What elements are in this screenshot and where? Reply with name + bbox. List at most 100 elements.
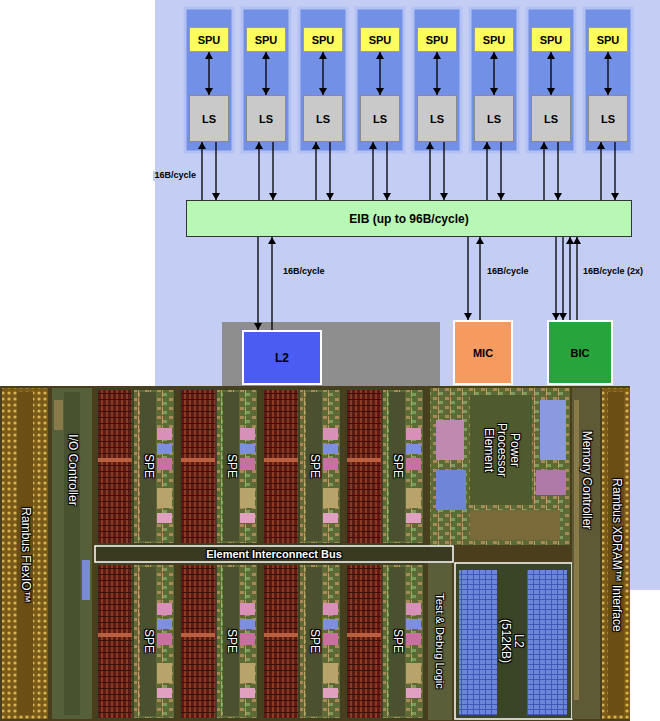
die-region-label: Rambus XDRAM™ Interface	[609, 478, 622, 631]
box-label: SPU	[255, 34, 278, 46]
test-debug-area	[428, 563, 452, 720]
die-region-label: Test & Debug Logic	[434, 593, 446, 688]
l2-array	[527, 570, 567, 715]
bandwidth-label: 16B/cycle	[153, 171, 197, 181]
spe-picture	[96, 388, 176, 545]
bus-arrow	[265, 52, 266, 95]
memory-controller-detail	[574, 400, 579, 700]
box-label: SPU	[198, 34, 221, 46]
local-store-box: LS	[360, 95, 400, 142]
bus-arrow	[322, 52, 323, 95]
local-store-box: LS	[417, 95, 457, 142]
spe-picture	[262, 388, 342, 545]
memory-controller-area	[572, 388, 600, 719]
bus-arrow	[600, 142, 601, 200]
mic-box: MIC	[453, 320, 513, 385]
spe-column	[299, 8, 347, 152]
die-region-label: Element Interconnect Bus	[206, 548, 342, 560]
local-store-box: LS	[189, 95, 229, 142]
box-label: EIB (up to 96B/cycle)	[349, 212, 468, 226]
box-label: LS	[487, 113, 501, 125]
box-label: LS	[544, 113, 558, 125]
bic-box: BIC	[547, 320, 613, 385]
spu-box: SPU	[189, 27, 229, 52]
box-label: LS	[316, 113, 330, 125]
ppe-block	[470, 510, 560, 540]
xdram-strip	[608, 392, 624, 715]
spe-column	[185, 8, 233, 152]
eib-band	[95, 546, 453, 562]
bus-arrow	[315, 142, 316, 200]
spu-box: SPU	[474, 27, 514, 52]
ppe-housing	[222, 322, 440, 386]
bus-arrow	[486, 142, 487, 200]
die-region-label: SPE	[307, 454, 320, 478]
ppe-area	[430, 388, 570, 545]
box-label: SPU	[597, 34, 620, 46]
die-region-label: SPE	[141, 454, 154, 478]
bus-arrow	[429, 142, 430, 200]
bus-arrow	[258, 142, 259, 200]
box-label: LS	[601, 113, 615, 125]
spe-column	[413, 8, 461, 152]
die-region-label: Memory Controller	[579, 431, 592, 530]
local-store-box: LS	[531, 95, 571, 142]
local-store-box: LS	[246, 95, 286, 142]
xdram-area	[602, 388, 630, 719]
box-label: LS	[430, 113, 444, 125]
bus-arrow	[543, 142, 544, 200]
local-store-box: LS	[474, 95, 514, 142]
die-region-label: Power Processor Element	[481, 418, 521, 482]
l2-cache-box: L2	[242, 330, 322, 385]
bandwidth-label: 16B/cycle	[487, 267, 529, 277]
bus-arrow	[272, 142, 273, 200]
bus-arrow	[379, 52, 380, 95]
ppe-plain	[470, 395, 532, 505]
bandwidth-label: 16B/cycle (2x)	[583, 267, 643, 277]
ppe-block	[436, 420, 464, 460]
bus-arrow	[493, 52, 494, 95]
bus-arrow	[208, 52, 209, 95]
bandwidth-label: 16B/cycle	[283, 267, 325, 277]
spu-box: SPU	[588, 27, 628, 52]
local-store-box: LS	[303, 95, 343, 142]
spe-picture	[262, 563, 342, 720]
io-block	[82, 560, 90, 600]
bus-arrow	[557, 142, 558, 200]
die-region-label: SPE	[307, 629, 320, 653]
box-label: LS	[373, 113, 387, 125]
spe-column	[356, 8, 404, 152]
spe-columns	[185, 8, 632, 152]
bus-arrow	[500, 142, 501, 200]
die-region-label: L2 (512KB)	[499, 615, 525, 667]
spu-box: SPU	[246, 27, 286, 52]
flexio-strip	[17, 392, 33, 715]
bus-arrow	[576, 237, 577, 320]
box-label: SPU	[483, 34, 506, 46]
spu-box: SPU	[360, 27, 400, 52]
spe-picture	[345, 563, 425, 720]
flexio-area	[2, 388, 48, 719]
l2-outline	[455, 563, 572, 719]
box-label: SPU	[540, 34, 563, 46]
box-label: LS	[259, 113, 273, 125]
die-region-label: I/O Controller	[65, 434, 78, 505]
local-store-box: LS	[588, 95, 628, 142]
bus-arrow	[562, 237, 563, 320]
bus-arrow	[467, 237, 468, 320]
box-label: SPU	[426, 34, 449, 46]
spe-column	[242, 8, 290, 152]
box-label: L2	[275, 351, 289, 365]
bus-arrow	[607, 52, 608, 95]
bus-arrow	[386, 142, 387, 200]
bus-arrow	[201, 142, 202, 200]
box-label: MIC	[473, 347, 493, 359]
die-region-label: SPE	[224, 454, 237, 478]
bus-arrow	[257, 237, 258, 330]
io-area	[52, 388, 92, 719]
spu-box: SPU	[417, 27, 457, 52]
die-region-label: Rambus FlexIO™	[18, 507, 31, 602]
die-region-label: SPE	[224, 629, 237, 653]
ppe-block	[436, 470, 466, 510]
